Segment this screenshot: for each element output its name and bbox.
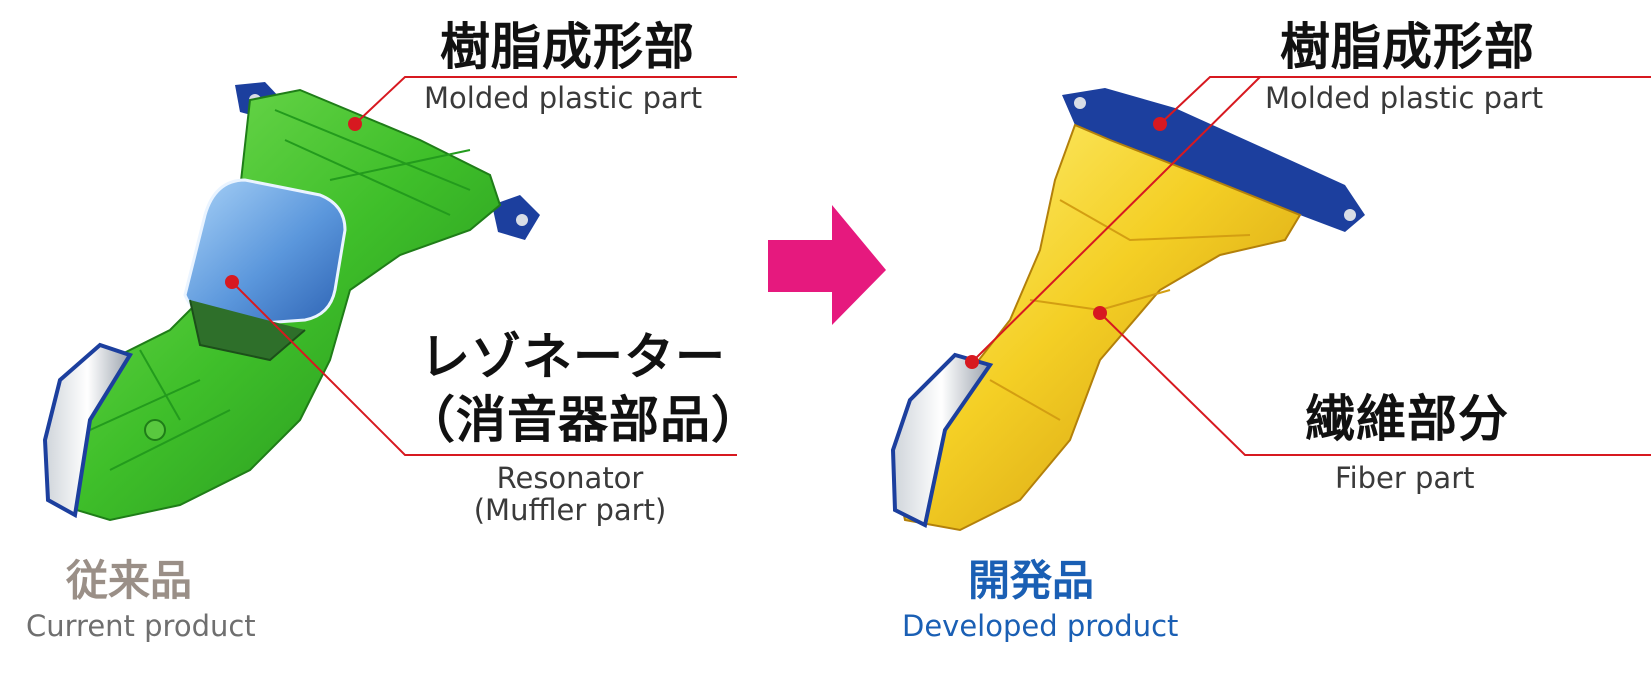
current-product-caption-jp: 従来品 [66,556,193,605]
left-resonator-label-jp-line1: レゾネーター [420,328,726,386]
right-arrow-icon [768,205,886,325]
right-molded-label-en: Molded plastic part [1265,81,1544,115]
current-product-caption-en: Current product [26,609,256,643]
developed-product-illustration [890,88,1365,532]
right-fiber-dot [1093,306,1107,320]
right-navy-rim [1062,88,1365,232]
developed-product-caption-jp: 開発品 [968,556,1095,605]
right-fiber-label-jp: 繊維部分 [1305,390,1509,448]
right-leader-lines [971,76,1651,456]
right-fiber-leader [1099,312,1651,456]
left-resonator-leader [231,281,737,456]
left-molded-label-jp: 樹脂成形部 [440,18,695,76]
left-resonator-label-en-line2: (Muffler part) [473,493,667,527]
right-molded-dot-a [1153,117,1167,131]
left-intake-lip [42,342,134,519]
left-side-mount-tab [492,195,540,240]
developed-product-caption-en: Developed product [902,609,1179,643]
left-molded-label-en: Molded plastic part [424,81,703,115]
right-molded-label-jp: 樹脂成形部 [1280,18,1535,76]
left-leader-lines [231,76,737,456]
left-molded-dot [348,117,362,131]
right-molded-dot-b [965,355,979,369]
left-resonator-label-jp-line2: （消音器部品） [405,391,762,449]
right-intake-lip [890,352,994,528]
right-yellow-duct [893,123,1302,532]
right-molded-leader-b [971,76,1261,363]
left-resonator-label-en-line1: Resonator [496,461,644,495]
right-fiber-label-en: Fiber part [1335,461,1475,495]
left-resonator-box [183,178,347,327]
right-molded-leader-a [1159,76,1651,125]
left-molded-leader [354,76,737,125]
current-product-illustration [42,82,540,522]
left-resonator-dot [225,275,239,289]
